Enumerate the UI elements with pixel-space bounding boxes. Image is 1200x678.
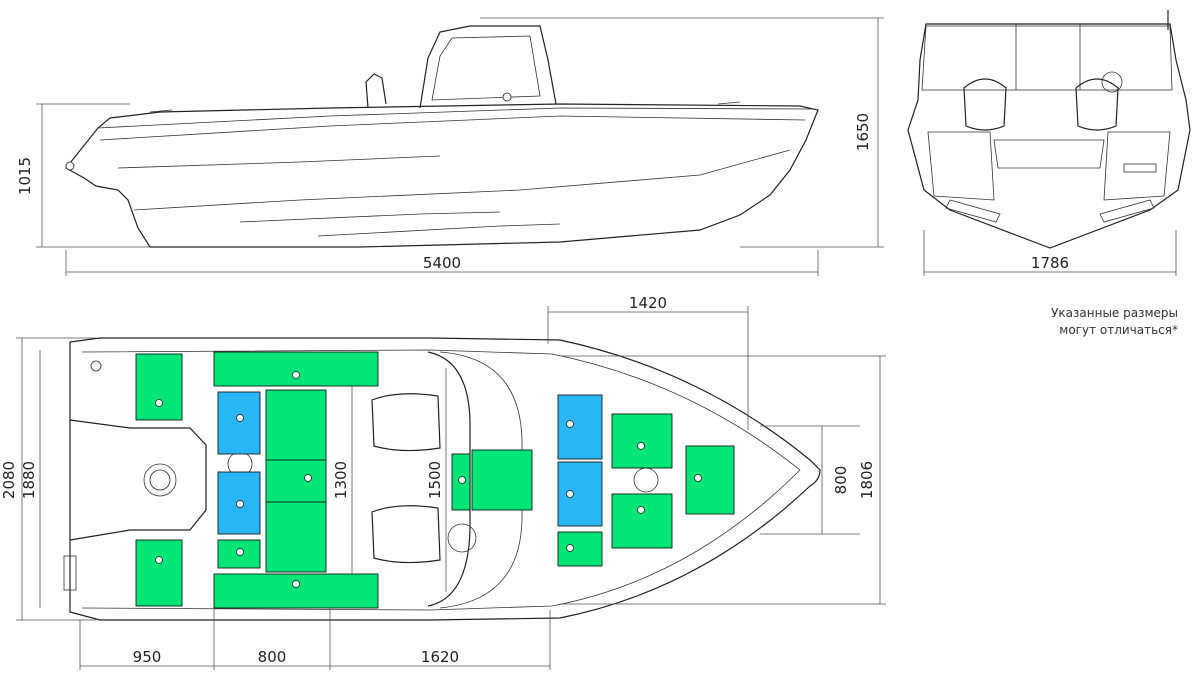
dim-side-length: 5400	[423, 254, 461, 272]
storage-blue-bow-2	[557, 461, 603, 527]
stern-drain-icon	[149, 469, 171, 491]
dim-stern: 950	[133, 648, 162, 666]
storage-mid-3	[265, 501, 327, 573]
stern-cleat-icon	[90, 360, 102, 372]
steering-wheel-icon	[447, 523, 477, 553]
side-chine	[133, 149, 791, 211]
side-decal-line	[117, 155, 441, 169]
storage-mid-1	[265, 389, 327, 461]
hatch-knobs	[155, 371, 702, 588]
side-hull-outline	[65, 103, 819, 248]
rear-view: 1786	[907, 10, 1191, 276]
rear-transom-right	[1103, 131, 1171, 201]
side-seat	[365, 73, 387, 109]
top-hull-inner	[81, 349, 801, 611]
dim-cockpit: 1620	[421, 648, 459, 666]
storage-bow-small	[557, 531, 603, 567]
storage-bow-upper	[611, 413, 673, 469]
top-seat-upper	[371, 393, 441, 452]
storage-stern-lower	[135, 539, 183, 607]
side-gunwale	[97, 107, 816, 129]
side-cleat-front	[149, 109, 173, 113]
rear-windshield	[921, 25, 1173, 91]
bow-hatch-icon	[633, 467, 659, 493]
dim-bow-outer: 1806	[858, 461, 876, 499]
rear-hull-outline	[907, 23, 1191, 249]
storage-mid-2	[265, 459, 327, 503]
rear-step-left	[945, 199, 1001, 223]
top-hull-outline	[69, 337, 821, 621]
top-seat-lower	[371, 505, 441, 564]
storage-blue-bow-1	[557, 394, 603, 460]
side-windshield-latch	[502, 92, 512, 102]
top-outboard-bracket	[63, 555, 77, 591]
side-windshield	[419, 25, 557, 109]
top-console	[427, 351, 471, 607]
dim-beam-inner: 1880	[20, 461, 38, 499]
storage-blue-aft-1	[217, 391, 261, 455]
side-strake-2	[317, 223, 561, 237]
dim-seat-row: 1300	[332, 461, 350, 499]
bow-eye	[65, 161, 75, 171]
storage-stern-upper	[135, 353, 183, 421]
rear-transom-center	[993, 139, 1105, 169]
note-line-1: Указанные размеры	[1051, 306, 1178, 320]
side-rubrail	[99, 115, 806, 141]
dimensions-disclaimer: Указанные размеры могут отличаться*	[978, 305, 1178, 339]
dim-bench: 800	[258, 648, 287, 666]
top-stern-wells	[69, 419, 207, 541]
storage-bow-lower	[611, 493, 673, 549]
storage-bench-bottom	[213, 573, 379, 609]
side-strake-1	[239, 211, 501, 223]
top-view: 2080 1880 1300 1500 1420 800 1806 950 80…	[0, 294, 886, 670]
side-view: 5400 1015 1650	[16, 17, 884, 276]
rear-seat-right	[1075, 78, 1119, 131]
dim-bow-inner: 800	[832, 466, 850, 495]
dim-beam-outer: 2080	[0, 461, 18, 499]
note-line-2: могут отличаться*	[1059, 323, 1178, 337]
top-stern-hatch	[143, 463, 177, 497]
storage-walkthrough	[471, 449, 533, 511]
dim-total-height: 1650	[854, 113, 872, 151]
dim-hull-height: 1015	[16, 157, 34, 195]
rear-transom-left	[927, 131, 995, 201]
dim-bow-deck: 1420	[629, 294, 667, 312]
storage-pads	[135, 351, 735, 609]
storage-bow-front	[685, 445, 735, 515]
rear-steering-wheel	[1101, 71, 1123, 93]
dim-console: 1500	[426, 461, 444, 499]
rear-seat-left	[963, 78, 1007, 131]
side-cleat-rear	[717, 101, 741, 105]
storage-bench-top	[213, 351, 379, 387]
dim-rear-width: 1786	[1031, 254, 1069, 272]
rear-step-right	[1099, 199, 1155, 223]
side-windshield-glass	[431, 35, 541, 101]
